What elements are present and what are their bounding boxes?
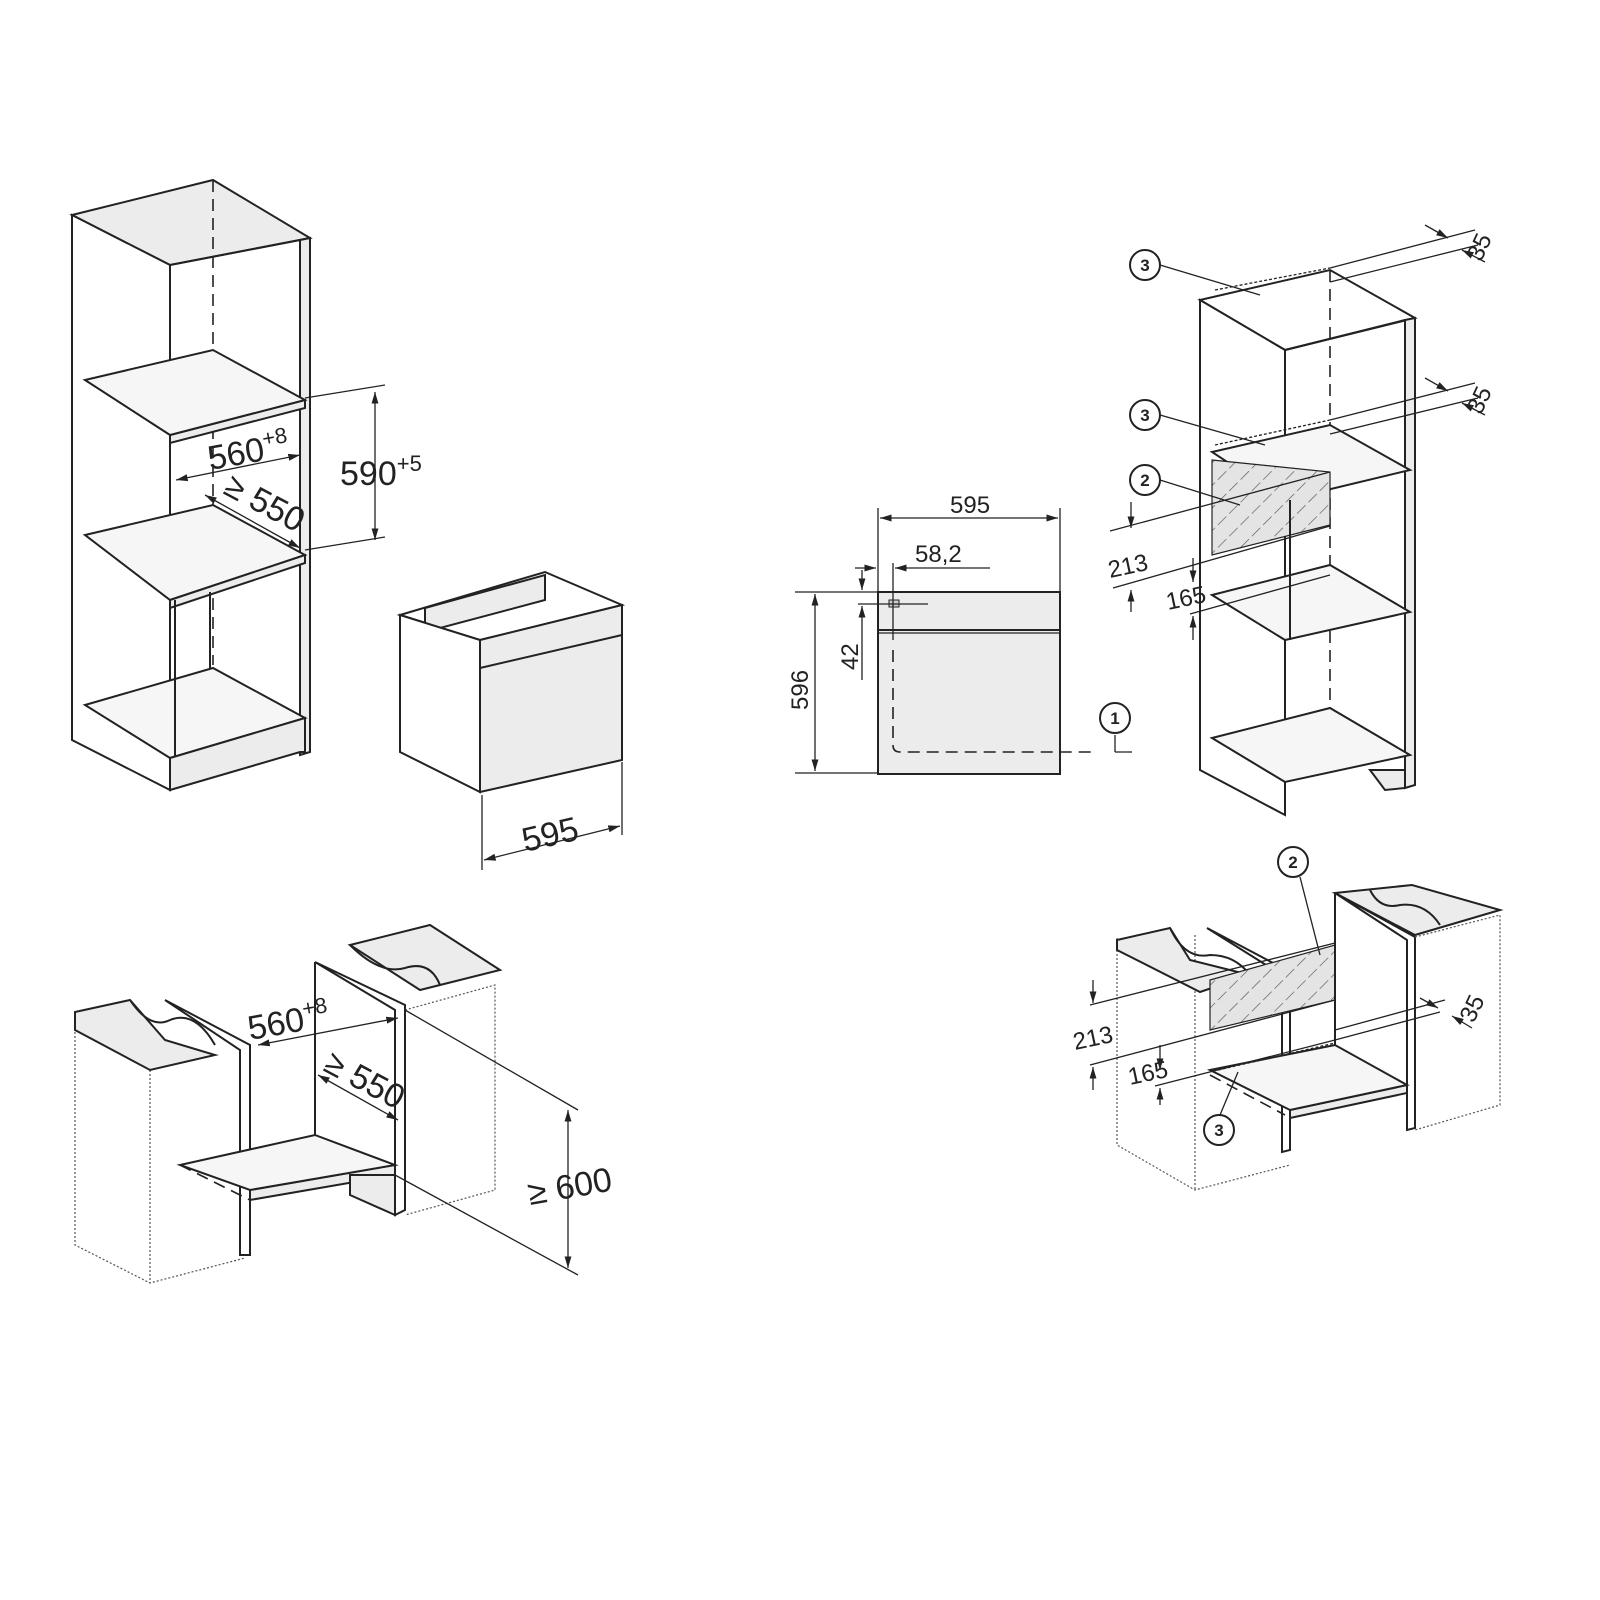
front-width-label: 595 bbox=[950, 492, 990, 519]
svg-text:2: 2 bbox=[1288, 853, 1297, 872]
tall-cabinet-ventilation-drawing: 35 35 213 165 3 3 2 bbox=[1106, 224, 1498, 817]
base-dim-165-label: 165 bbox=[1126, 1056, 1171, 1091]
base-cabinets-drawing bbox=[74, 923, 503, 1284]
base-niche-height-label: ≥ 600 bbox=[525, 1161, 615, 1213]
front-height-label: 596 bbox=[787, 670, 814, 710]
front-offset-label: 58,2 bbox=[915, 541, 962, 568]
svg-text:3: 3 bbox=[1214, 1121, 1223, 1140]
tall-cabinet-drawing bbox=[69, 178, 313, 792]
niche-height-label: 590+5 bbox=[340, 451, 422, 493]
base-dim-213-label: 213 bbox=[1071, 1021, 1116, 1056]
svg-text:3: 3 bbox=[1140, 256, 1149, 275]
oven-width-label: 595 bbox=[518, 810, 582, 860]
front-top-offset-label: 42 bbox=[837, 643, 864, 670]
svg-text:2: 2 bbox=[1140, 471, 1149, 490]
niche-height-dimension: 590+5 bbox=[304, 384, 422, 551]
gap-top-label: 35 bbox=[1462, 229, 1498, 265]
base-niche-width-dimension: 560+8 bbox=[244, 992, 399, 1048]
callout-3-mid: 3 bbox=[1129, 399, 1161, 431]
callout-1: 1 bbox=[1099, 702, 1131, 734]
callout-3-top: 3 bbox=[1129, 249, 1161, 281]
base-niche-width-label: 560+8 bbox=[244, 992, 332, 1048]
oven-front-view: 595 58,2 596 42 1 bbox=[787, 492, 1132, 775]
svg-text:3: 3 bbox=[1140, 406, 1149, 425]
callout-2-base: 2 bbox=[1277, 846, 1309, 878]
base-cabinet-ventilation-drawing: 35 213 165 2 3 bbox=[1071, 846, 1504, 1191]
callout-3-base: 3 bbox=[1203, 1114, 1235, 1146]
gap-mid-label: 35 bbox=[1462, 382, 1498, 418]
callout-2: 2 bbox=[1129, 464, 1161, 496]
oven-iso-drawing bbox=[396, 570, 626, 794]
base-niche-height-dimension: ≥ 600 bbox=[394, 1009, 615, 1276]
svg-text:1: 1 bbox=[1110, 709, 1119, 728]
